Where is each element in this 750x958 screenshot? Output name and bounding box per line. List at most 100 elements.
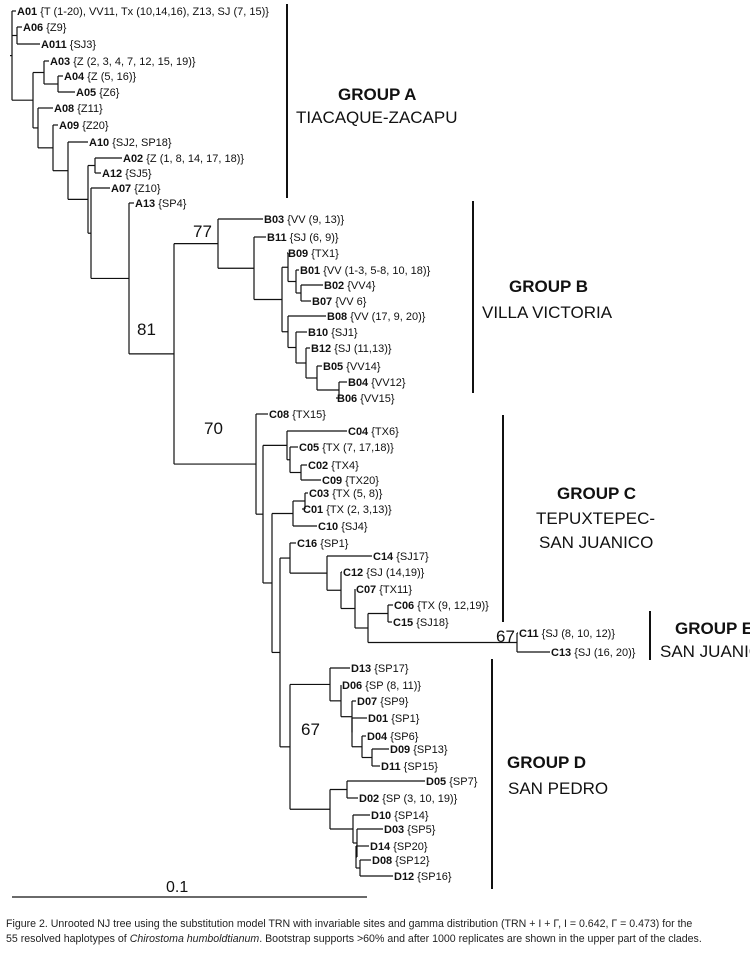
haplotype-localities: {TX4} [331, 460, 359, 472]
haplotype-localities: {TX15} [292, 409, 326, 421]
haplotype-id: D03 [384, 824, 404, 836]
haplotype-localities: {VV14} [346, 361, 381, 373]
haplotype-id: C04 [348, 426, 369, 438]
haplotype-id: D10 [371, 810, 391, 822]
haplotype-localities: {SJ1} [331, 327, 358, 339]
haplotype-id: A12 [102, 168, 122, 180]
haplotype-id: A08 [54, 103, 74, 115]
leaf-label-a01: A01 {T (1-20), VV11, Tx (10,14,16), Z13,… [17, 6, 269, 18]
haplotype-id: B04 [348, 377, 369, 389]
leaf-label-c11: C11 {SJ (8, 10, 12)} [519, 628, 615, 640]
haplotype-localities: {Z10} [134, 183, 161, 195]
caption-species: Chirostoma humboldtianum [129, 933, 260, 945]
haplotype-localities: {SJ (16, 20)} [574, 647, 635, 659]
caption-text: Figure 2. Unrooted NJ tree using the sub… [6, 918, 693, 930]
haplotype-id: D12 [394, 871, 414, 883]
haplotype-id: D11 [381, 761, 401, 773]
leaf-label-d11: D11 {SP15} [381, 761, 438, 773]
haplotype-localities: {SP5} [407, 824, 435, 836]
haplotype-localities: {TX1} [311, 248, 339, 260]
scale-bar-label: 0.1 [166, 879, 188, 896]
haplotype-id: C01 [303, 504, 323, 516]
leaf-label-a12: A12 {SJ5} [102, 168, 152, 180]
haplotype-localities: {SP15} [404, 761, 439, 773]
haplotype-localities: {SP9} [380, 696, 408, 708]
leaf-label-c12: C12 {SJ (14,19)} [343, 567, 425, 579]
group-b-title: GROUP B [509, 277, 588, 296]
leaf-label-d01: D01 {SP1} [368, 713, 420, 725]
haplotype-id: C03 [309, 488, 329, 500]
leaf-label-c05: C05 {TX (7, 17,18)} [299, 442, 394, 454]
haplotype-localities: {VV (1-3, 5-8, 10, 18)} [323, 265, 430, 277]
figure-caption: Figure 2. Unrooted NJ tree using the sub… [6, 917, 746, 947]
haplotype-id: C12 [343, 567, 363, 579]
haplotype-localities: {SJ18} [416, 617, 449, 629]
haplotype-id: C10 [318, 521, 338, 533]
haplotype-id: A04 [64, 71, 85, 83]
haplotype-id: A10 [89, 137, 109, 149]
leaf-label-c09: C09 {TX20} [322, 475, 379, 487]
haplotype-localities: {TX (5, 8)} [332, 488, 382, 500]
haplotype-localities: {SP (8, 11)} [365, 680, 421, 692]
haplotype-localities: {SP16} [417, 871, 452, 883]
haplotype-localities: {SP12} [395, 855, 430, 867]
haplotype-localities: {SP14} [394, 810, 429, 822]
haplotype-localities: {TX11} [379, 584, 412, 596]
haplotype-localities: {VV (9, 13)} [287, 214, 344, 226]
haplotype-localities: {SJ17} [396, 551, 429, 563]
haplotype-id: D13 [351, 663, 371, 675]
bootstrap-value: 70 [204, 419, 223, 438]
haplotype-localities: {TX6} [371, 426, 399, 438]
haplotype-id: A13 [135, 198, 155, 210]
leaf-label-b08: B08 {VV (17, 9, 20)} [327, 311, 426, 323]
leaf-label-d13: D13 {SP17} [351, 663, 409, 675]
haplotype-id: A07 [111, 183, 131, 195]
haplotype-localities: {SP (3, 10, 19)} [382, 793, 457, 805]
group-c-subtitle: TEPUXTEPEC- [536, 509, 655, 528]
haplotype-id: C14 [373, 551, 394, 563]
caption-text: . Bootstrap supports >60% and after 1000… [259, 933, 702, 945]
haplotype-id: C11 [519, 628, 539, 640]
caption-text: 55 resolved haplotypes of [6, 933, 130, 945]
haplotype-id: B03 [264, 214, 284, 226]
haplotype-localities: {Z (5, 16)} [87, 71, 136, 83]
haplotype-id: C15 [393, 617, 413, 629]
leaf-label-d09: D09 {SP13} [390, 744, 448, 756]
haplotype-localities: {SP20} [393, 841, 428, 853]
leaf-label-d04: D04 {SP6} [367, 731, 419, 743]
haplotype-id: D01 [368, 713, 388, 725]
leaf-label-c15: C15 {SJ18} [393, 617, 449, 629]
haplotype-localities: {SP4} [158, 198, 186, 210]
haplotype-id: B05 [323, 361, 343, 373]
leaf-label-d02: D02 {SP (3, 10, 19)} [359, 793, 458, 805]
leaf-label-c08: C08 {TX15} [269, 409, 326, 421]
leaf-label-b05: B05 {VV14} [323, 361, 381, 373]
haplotype-localities: {TX20} [345, 475, 379, 487]
haplotype-id: D06 [342, 680, 362, 692]
haplotype-localities: {SJ (14,19)} [366, 567, 424, 579]
haplotype-id: D14 [370, 841, 391, 853]
leaf-label-a10: A10 {SJ2, SP18} [89, 137, 172, 149]
haplotype-localities: {SJ (8, 10, 12)} [542, 628, 616, 640]
haplotype-localities: {Z11} [77, 103, 103, 115]
haplotype-id: C02 [308, 460, 328, 472]
leaf-label-c10: C10 {SJ4} [318, 521, 368, 533]
leaf-label-a05: A05 {Z6} [76, 87, 120, 99]
leaf-label-d05: D05 {SP7} [426, 776, 478, 788]
leaf-label-a04: A04 {Z (5, 16)} [64, 71, 136, 83]
leaf-label-c14: C14 {SJ17} [373, 551, 429, 563]
haplotype-id: B10 [308, 327, 328, 339]
group-c-title: GROUP C [557, 484, 636, 503]
haplotype-localities: {Z (1, 8, 14, 17, 18)} [146, 153, 244, 165]
haplotype-id: C06 [394, 600, 414, 612]
haplotype-localities: {SP6} [390, 731, 418, 743]
haplotype-localities: {VV (17, 9, 20)} [350, 311, 426, 323]
haplotype-localities: {SP7} [449, 776, 477, 788]
leaf-label-d10: D10 {SP14} [371, 810, 429, 822]
leaf-label-b02: B02 {VV4} [324, 280, 376, 292]
leaf-label-c02: C02 {TX4} [308, 460, 359, 472]
bootstrap-value: 81 [137, 320, 156, 339]
haplotype-id: D05 [426, 776, 446, 788]
haplotype-id: A01 [17, 6, 37, 18]
leaf-label-a09: A09 {Z20} [59, 120, 109, 132]
